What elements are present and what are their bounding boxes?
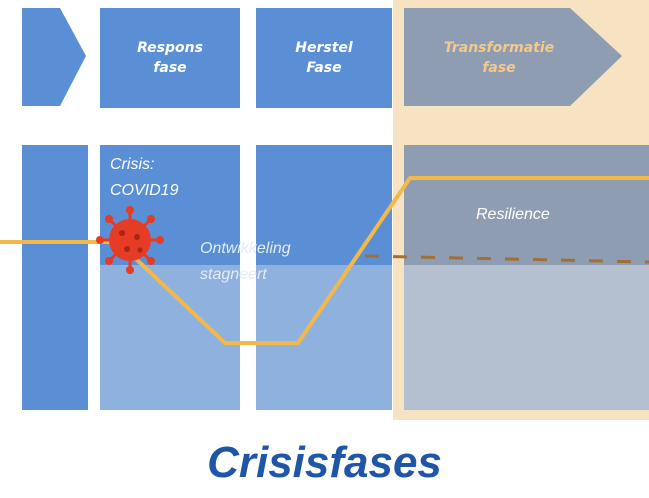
panel-column-herstel [256, 145, 392, 265]
covid-virus-icon [96, 206, 164, 274]
development-curve [0, 176, 649, 345]
phase-box-respons [100, 8, 240, 108]
phase-arrow-start [22, 8, 86, 106]
crisis-label: Crisis: COVID19 [110, 156, 179, 199]
stagnation-label: Ontwikkeling stagneert [200, 240, 291, 283]
page-title: Crisisfases [207, 438, 442, 487]
panel-column-transformatie [404, 145, 649, 265]
phase-header-row [22, 8, 622, 108]
panel-column-herstel-lower [256, 265, 392, 410]
phase-label-respons: Respons fase [137, 40, 203, 76]
resilience-label: Resilience [476, 206, 550, 223]
baseline-dashed-line [364, 254, 649, 264]
panel-column-pre [22, 145, 88, 410]
phase-label-transformatie: Transformatie fase [443, 40, 555, 76]
phase-arrow-transformatie [404, 8, 622, 106]
phase-box-herstel [256, 8, 392, 108]
crisis-curve-layer [0, 176, 649, 345]
panel-column-transformatie-lower [404, 265, 649, 410]
phase-label-herstel: Herstel Fase [295, 40, 353, 76]
